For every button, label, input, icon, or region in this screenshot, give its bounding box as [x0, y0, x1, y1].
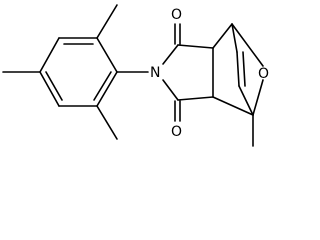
ring-bond-5	[39, 37, 60, 73]
alkene-lower-bond	[238, 85, 254, 116]
ring-double-bond-3	[45, 71, 63, 101]
molecule-svg: O O N O	[2, 4, 269, 147]
bridge-oxygen-label: O	[258, 66, 269, 82]
methyl-bottom-bond	[96, 105, 118, 140]
ring-bond-1	[96, 37, 118, 73]
n-carbonyl-top-bond	[162, 44, 179, 65]
structure-diagram: O O N O	[2, 4, 269, 147]
carbonyl-oxygen-bottom-label: O	[171, 124, 182, 140]
carbonyl-bottom-ring-bond	[177, 96, 214, 101]
ring-bond-4	[39, 71, 60, 107]
oxygen-to-bottom-bond	[252, 79, 264, 116]
carbonyl-top-ring-bond	[177, 44, 214, 49]
alkene-double-bond-b	[242, 51, 246, 87]
carbonyl-oxygen-top-label: O	[171, 7, 182, 23]
imide-nitrogen-label: N	[150, 65, 160, 81]
n-carbonyl-bottom-bond	[162, 79, 179, 101]
methyl-top-bond	[96, 4, 118, 39]
bridgehead-top-bond	[212, 23, 233, 49]
alkene-upper-bond	[231, 23, 238, 53]
mesityl-ring	[39, 37, 118, 107]
ring-bond-2	[96, 71, 118, 107]
alkene-double-bond-a	[236, 51, 240, 87]
top-to-oxygen-bond	[231, 23, 264, 67]
bridgehead-bottom-bond	[212, 96, 254, 116]
ring-double-bond-2	[93, 71, 112, 101]
